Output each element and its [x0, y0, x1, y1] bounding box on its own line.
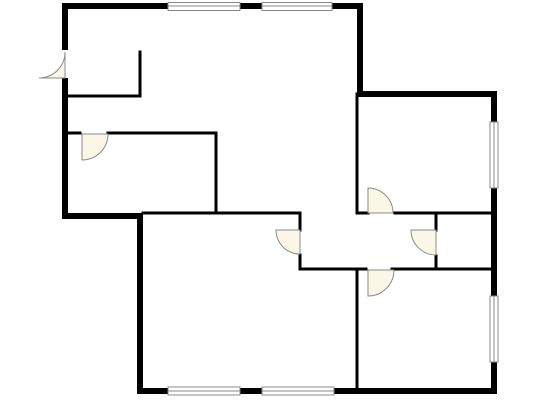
closet-door [81, 133, 109, 161]
hall-door-right-bedroom [367, 187, 394, 214]
doors [38, 51, 437, 297]
entry-door [38, 51, 66, 79]
exterior-walls [62, 3, 497, 394]
living-room-door [275, 229, 301, 255]
bathroom-door [410, 229, 437, 256]
windows [167, 2, 499, 396]
bedroom-left-wall-2 [106, 131, 218, 215]
bottom-bedroom-door [367, 269, 395, 297]
hall-wall-lower [298, 253, 368, 271]
exterior-wall-outline [62, 3, 497, 394]
living-upper-wall [141, 211, 302, 232]
right-bedroom-divider [355, 92, 370, 215]
closet-wall [66, 50, 142, 98]
interior-walls [66, 50, 493, 390]
